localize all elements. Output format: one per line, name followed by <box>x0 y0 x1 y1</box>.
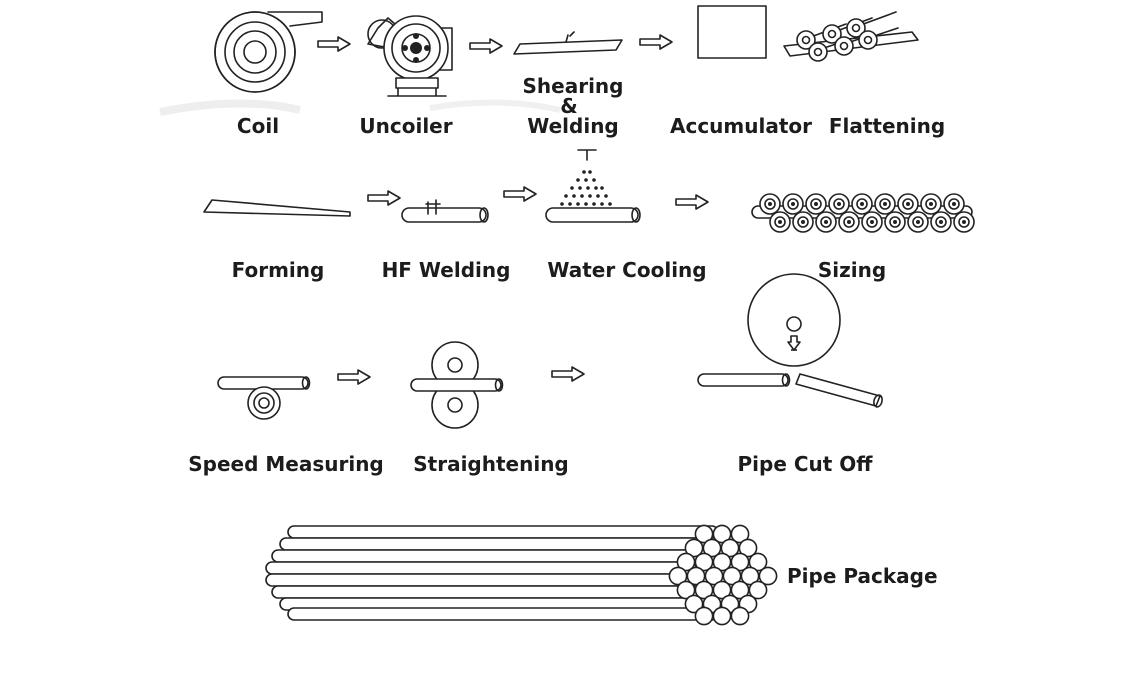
straightening-icon <box>410 341 504 429</box>
pipe-cut-off-label: Pipe Cut Off <box>737 452 873 476</box>
forming-label: Forming <box>231 258 325 282</box>
uncoiler-icon <box>367 15 453 97</box>
speed-measuring-icon <box>217 376 311 420</box>
uncoiler-label: Uncoiler <box>359 114 453 138</box>
pipe-package-icon <box>265 524 778 626</box>
water-cooling-icon <box>545 149 641 223</box>
welding-label: Welding <box>527 114 619 138</box>
speed-measuring-label: Speed Measuring <box>188 452 384 476</box>
arrow-icon <box>551 366 585 382</box>
arrow-icon <box>503 186 537 202</box>
accumulator-icon <box>697 5 767 59</box>
arrow-icon <box>639 34 673 50</box>
sizing-icon <box>751 193 975 233</box>
hf-welding-pipe-icon <box>401 199 489 223</box>
shear-weld-strip-icon <box>513 31 623 55</box>
flattening-icon <box>783 11 919 62</box>
coil-icon <box>214 11 323 93</box>
arrow-icon <box>675 194 709 210</box>
ampersand-label: & <box>560 94 578 118</box>
arrow-icon <box>367 190 401 206</box>
pipe-package-label: Pipe Package <box>787 564 938 588</box>
accumulator-label: Accumulator <box>669 114 813 138</box>
arrow-icon <box>469 38 503 54</box>
sizing-label: Sizing <box>817 258 887 282</box>
coil-label: Coil <box>236 114 280 138</box>
pipe-cut-off-icon <box>697 273 883 408</box>
flattening-label: Flattening <box>828 114 946 138</box>
arrow-icon <box>337 369 371 385</box>
straightening-label: Straightening <box>413 452 569 476</box>
arrow-icon <box>317 36 351 52</box>
shearing-label: Shearing <box>522 74 624 98</box>
water-cooling-label: Water Cooling <box>547 258 707 282</box>
hf-welding-label: HF Welding <box>381 258 511 282</box>
forming-strip-icon <box>203 199 351 217</box>
